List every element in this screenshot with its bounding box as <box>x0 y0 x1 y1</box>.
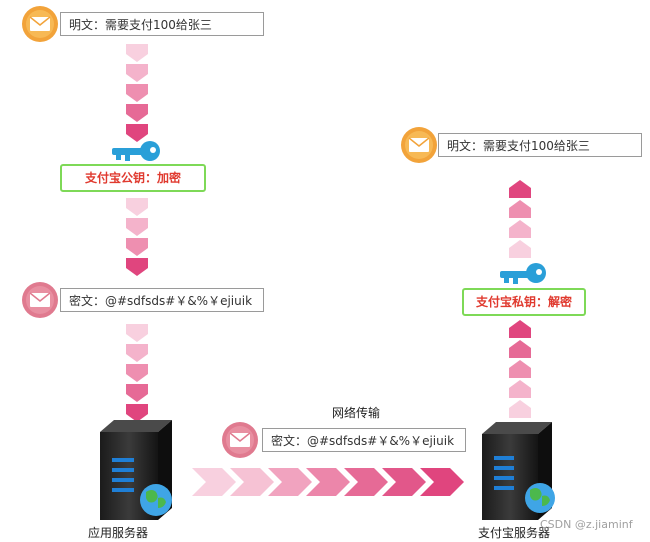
private-key-box: 支付宝私钥：解密 <box>462 288 586 316</box>
watermark: CSDN @z.jiaminf <box>540 518 633 531</box>
app-server-label: 应用服务器 <box>88 526 149 540</box>
mail-icon-cipher-left <box>22 282 58 318</box>
arrow-chain-right-bottom <box>509 320 531 418</box>
alipay-server-label: 支付宝服务器 <box>478 526 551 540</box>
server-icon-app <box>100 420 172 520</box>
ciphertext-text-middle: 密文：@#sdfsds#￥&%￥ejiuik <box>271 434 455 448</box>
ciphertext-box-left: 密文：@#sdfsds#￥&%￥ejiuik <box>60 288 264 312</box>
mail-icon-plain-left <box>22 6 58 42</box>
ciphertext-box-middle: 密文：@#sdfsds#￥&%￥ejiuik <box>262 428 466 452</box>
key-icon-public <box>112 141 160 161</box>
private-key-label: 支付宝私钥：解密 <box>475 295 572 309</box>
network-transfer-label: 网络传输 <box>332 406 381 420</box>
plaintext-text-right: 明文：需要支付100给张三 <box>447 139 590 153</box>
mail-icon-plain-right <box>401 127 437 163</box>
plaintext-box-right: 明文：需要支付100给张三 <box>438 133 642 157</box>
arrow-chain-left-top <box>126 44 148 142</box>
public-key-label: 支付宝公钥：加密 <box>84 171 181 185</box>
plaintext-text-left: 明文：需要支付100给张三 <box>69 18 212 32</box>
arrow-chain-left-middle <box>126 198 148 276</box>
mail-icon-cipher-middle <box>222 422 258 458</box>
arrow-chain-horizontal <box>192 468 464 496</box>
server-icon-alipay <box>482 422 555 520</box>
arrow-chain-right-top <box>509 180 531 258</box>
plaintext-box-left: 明文：需要支付100给张三 <box>60 12 264 36</box>
arrow-chain-left-bottom <box>126 324 148 422</box>
key-icon-private <box>500 263 546 284</box>
public-key-box: 支付宝公钥：加密 <box>60 164 206 192</box>
ciphertext-text-left: 密文：@#sdfsds#￥&%￥ejiuik <box>69 294 253 308</box>
